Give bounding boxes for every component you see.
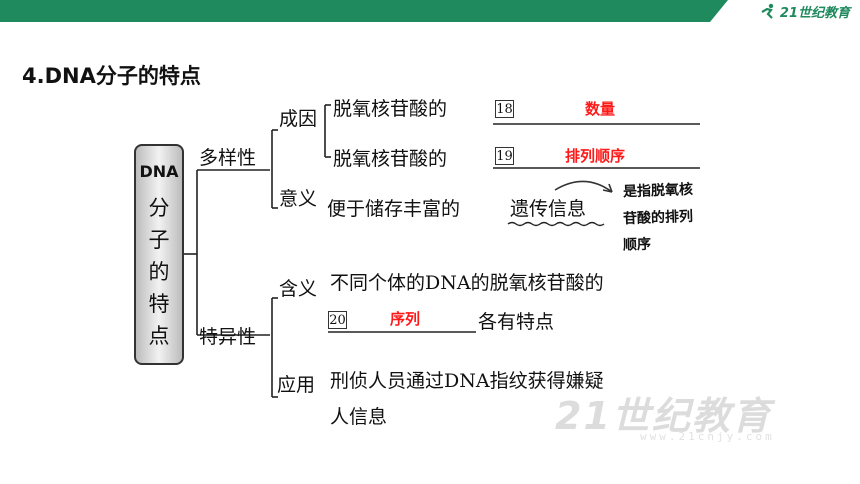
root-char: 分 bbox=[148, 196, 170, 220]
root-label-dna: DNA bbox=[139, 162, 179, 181]
answer-sequence: 序列 bbox=[390, 310, 421, 328]
root-char: 子 bbox=[148, 228, 170, 252]
specific-meaning-tail: 各有特点 bbox=[478, 311, 555, 333]
meaning-text: 便于储存丰富的 bbox=[327, 198, 461, 220]
root-char: 点 bbox=[148, 324, 170, 348]
top-bar-notch bbox=[710, 0, 860, 22]
root-node: DNA 分 子 的 特 点 bbox=[134, 144, 184, 365]
blank-number-20: 20 bbox=[328, 311, 347, 329]
logo-text: 21世纪教育 bbox=[779, 5, 850, 21]
handwritten-note-line: 苷酸的排列 bbox=[622, 208, 694, 228]
curved-arrow bbox=[554, 180, 613, 193]
branch-diversity: 多样性 bbox=[199, 147, 257, 169]
root-char: 的 bbox=[148, 260, 170, 284]
wavy-underline bbox=[507, 221, 605, 227]
answer-quantity: 数量 bbox=[585, 100, 616, 118]
application-line1: 刑侦人员通过DNA指纹获得嫌疑 bbox=[330, 370, 604, 392]
watermark: 21世纪教育 bbox=[555, 394, 772, 438]
application-line2: 人信息 bbox=[330, 406, 388, 428]
answer-sequence-order: 排列顺序 bbox=[565, 147, 626, 165]
handwritten-note-line: 顺序 bbox=[622, 236, 652, 254]
handwritten-note-line: 是指脱氧核 bbox=[622, 181, 694, 201]
watermark-url: www.21cnjy.com bbox=[640, 430, 775, 443]
branch-specific-meaning: 含义 bbox=[279, 278, 318, 300]
branch-meaning: 意义 bbox=[279, 188, 318, 210]
blank-number-19: 19 bbox=[495, 147, 514, 165]
runner-logo-icon bbox=[761, 3, 774, 19]
specific-meaning-line1: 不同个体的DNA的脱氧核苷酸的 bbox=[330, 272, 604, 294]
branch-cause: 成因 bbox=[279, 108, 318, 130]
branch-specificity: 特异性 bbox=[199, 326, 257, 348]
cause-line2-text: 脱氧核苷酸的 bbox=[333, 148, 448, 170]
section-title: 4.DNA分子的特点 bbox=[22, 64, 201, 88]
logo: 21世纪教育 bbox=[759, 2, 850, 21]
branch-application: 应用 bbox=[277, 374, 316, 396]
top-bar bbox=[0, 0, 860, 22]
genetic-info-text: 遗传信息 bbox=[510, 198, 587, 220]
root-char: 特 bbox=[148, 292, 170, 316]
cause-line1-text: 脱氧核苷酸的 bbox=[333, 98, 448, 120]
blank-number-18: 18 bbox=[495, 100, 514, 118]
